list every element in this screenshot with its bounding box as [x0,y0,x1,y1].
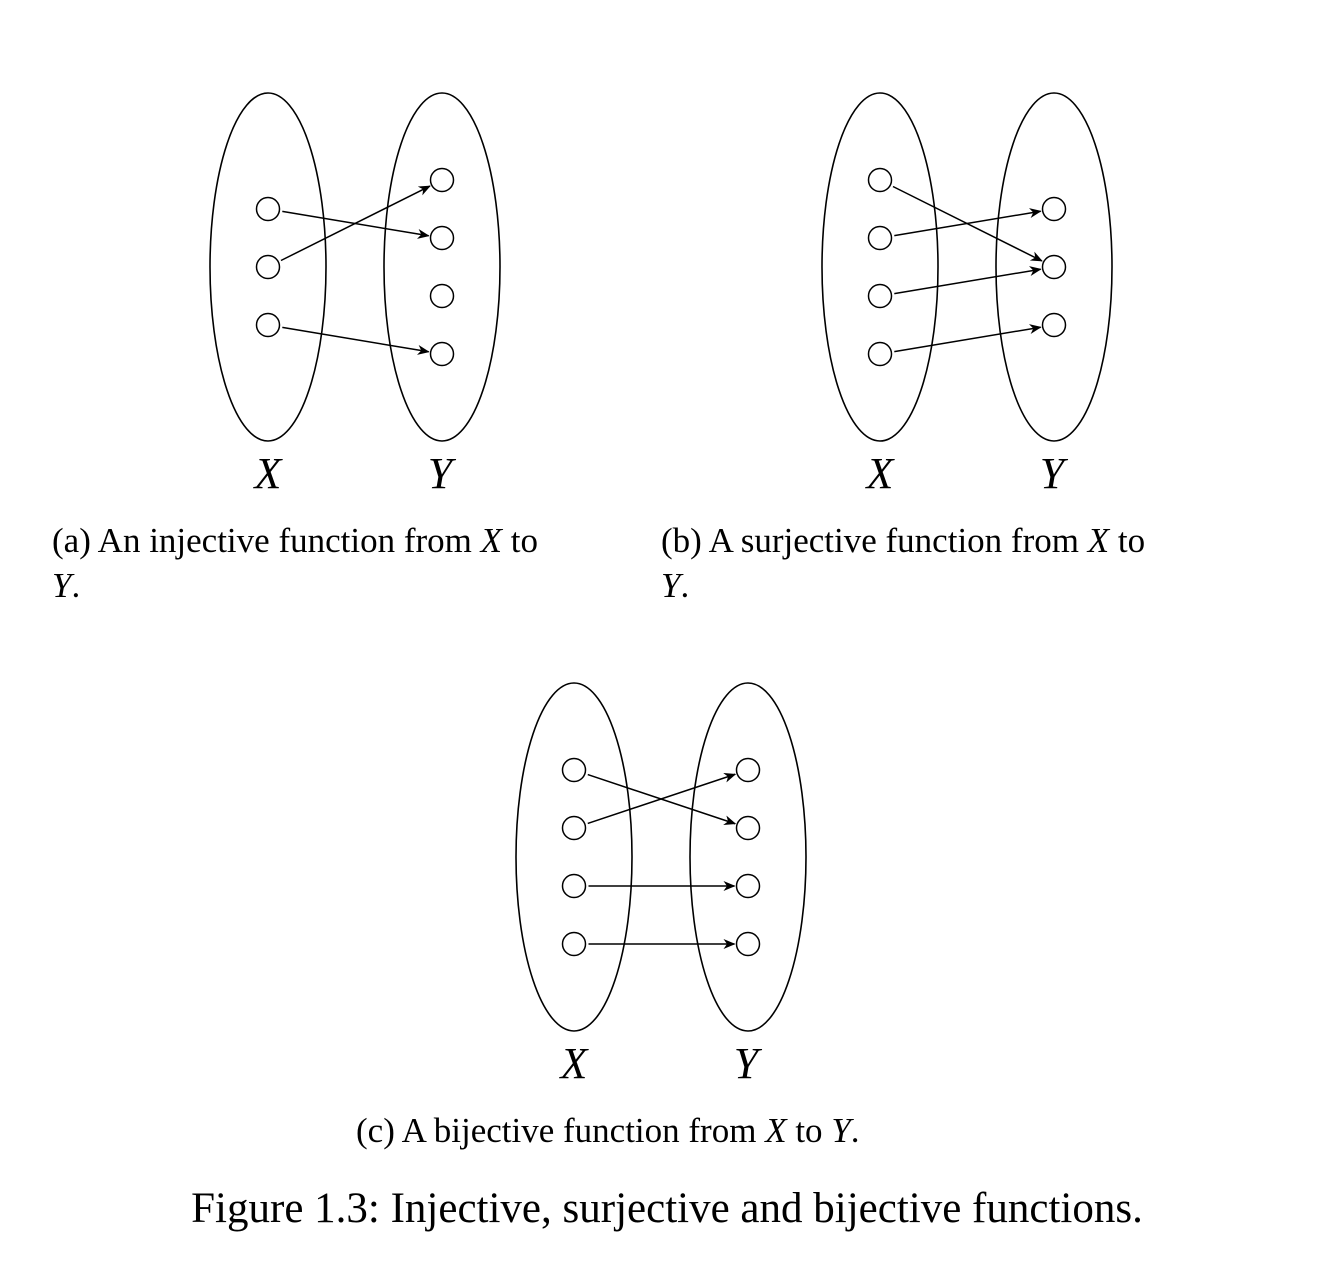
caption-c-period: . [850,1111,860,1150]
caption-c: (c) A bijective function from X to Y. [356,1108,860,1153]
codomain-element-node [429,341,455,367]
caption-b-to: to [1109,521,1146,560]
codomain-element-node [429,283,455,309]
domain-element-node [255,312,281,338]
set-y-ellipse [995,92,1113,442]
set-x-ellipse [821,92,939,442]
domain-element-node [867,167,893,193]
set-x-ellipse [515,682,633,1032]
mapping-arrow [587,773,737,825]
domain-element-node [255,196,281,222]
codomain-element-node [735,815,761,841]
caption-b-x: X [1087,521,1110,560]
set-x-label-c: X [560,1039,588,1088]
caption-c-y: Y [831,1111,851,1150]
caption-a-period: . [71,566,81,605]
caption-b-period: . [680,566,690,605]
caption-c-x: X [765,1111,787,1150]
domain-element-node [561,815,587,841]
caption-c-to: to [786,1111,832,1150]
set-y-ellipse [383,92,501,442]
diagram-injective [205,90,505,445]
set-x-label-b: X [866,449,894,498]
surjective-mapping-svg [821,92,1113,442]
mapping-arrow [894,266,1042,295]
codomain-element-node [429,225,455,251]
codomain-element-node [735,873,761,899]
mapping-arrow [280,185,431,262]
diagram-bijective [511,680,811,1035]
caption-b-line2: Y. [661,563,689,608]
domain-element-node [561,757,587,783]
set-y-label-c: Y [733,1039,759,1088]
bijective-mapping-svg [515,682,807,1032]
domain-element-node [561,873,587,899]
injective-mapping-svg [209,92,501,442]
caption-c-text: (c) A bijective function from [356,1111,766,1150]
domain-element-node [867,283,893,309]
caption-a-text: (a) An injective function from [52,521,481,560]
caption-b-y: Y [661,566,681,605]
codomain-element-node [735,931,761,957]
codomain-element-node [1041,196,1067,222]
diagram-surjective [817,90,1117,445]
caption-a-y: Y [52,566,72,605]
set-y-label-a: Y [427,449,453,498]
set-x-label-a: X [254,449,282,498]
set-y-label-b: Y [1039,449,1065,498]
caption-a-to: to [502,521,538,560]
set-x-ellipse [209,92,327,442]
mapping-arrow [282,326,430,355]
set-y-ellipse [689,682,807,1032]
caption-a-line1: (a) An injective function from X to [52,518,538,563]
caption-b-line1: (b) A surjective function from X to [661,518,1145,563]
codomain-element-node [735,757,761,783]
codomain-element-node [1041,254,1067,280]
figure-caption: Figure 1.3: Injective, surjective and bi… [191,1185,1143,1232]
caption-a-line2: Y. [52,563,80,608]
caption-b-text: (b) A surjective function from [661,521,1088,560]
mapping-arrow [894,324,1042,353]
domain-element-node [867,225,893,251]
caption-a-x: X [480,521,503,560]
domain-element-node [561,931,587,957]
domain-element-node [867,341,893,367]
domain-element-node [255,254,281,280]
codomain-element-node [1041,312,1067,338]
mapping-arrow [894,208,1042,237]
codomain-element-node [429,167,455,193]
